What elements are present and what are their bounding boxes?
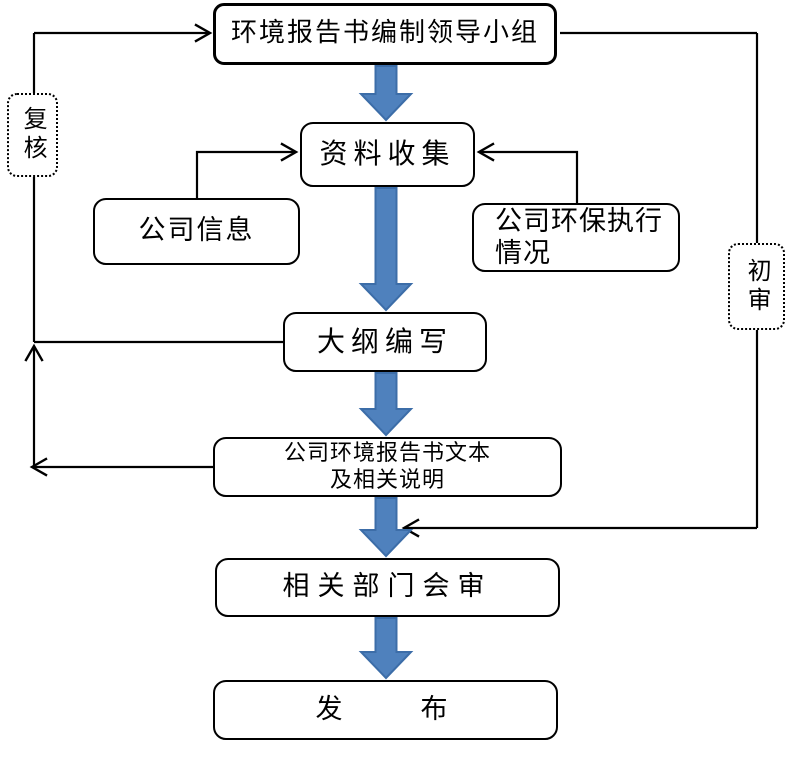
- node-env-exec-status: 公司环保执行 情况: [472, 203, 680, 272]
- node-dept-review: 相关部门会审: [215, 558, 560, 617]
- arrow-leader-to-collection: [358, 65, 414, 122]
- arrow-collection-to-outline: [358, 187, 414, 312]
- node-initial-review: 初审: [728, 243, 785, 330]
- arrow-outline-to-reporttext: [358, 372, 414, 437]
- node-initial-review-label: 初审: [743, 257, 772, 316]
- node-recheck-label: 复核: [19, 106, 48, 164]
- arrowhead-up-left-junction: [24, 343, 44, 362]
- arrow-deptreview-to-publish: [358, 617, 414, 680]
- connector-envexec-to-collection: [481, 150, 579, 203]
- node-env-exec-status-label: 公司环保执行 情况: [495, 206, 663, 270]
- node-dept-review-label: 相关部门会审: [282, 571, 493, 603]
- arrowhead-into-leader-group: [194, 23, 213, 43]
- node-report-text: 公司环境报告书文本 及相关说明: [213, 437, 562, 497]
- node-company-info: 公司信息: [93, 198, 300, 265]
- node-publish-label: 发 布: [315, 693, 456, 725]
- arrowhead-initreview-return: [401, 518, 420, 538]
- node-leader-group: 环境报告书编制领导小组: [213, 3, 557, 65]
- connector-companyinfo-to-collection: [195, 150, 294, 198]
- report-text-line2: 及相关说明: [329, 468, 445, 493]
- node-outline-writing: 大纲编写: [283, 312, 487, 372]
- env-exec-line1: 公司环保执行: [495, 205, 663, 237]
- node-leader-group-label: 环境报告书编制领导小组: [230, 18, 539, 49]
- report-text-line1: 公司环境报告书文本: [283, 440, 491, 466]
- node-report-text-label: 公司环境报告书文本 及相关说明: [284, 440, 491, 495]
- node-recheck: 复核: [7, 93, 58, 177]
- node-company-info-label: 公司信息: [138, 215, 255, 247]
- node-publish: 发 布: [213, 680, 558, 740]
- arrowhead-into-collection-left: [280, 142, 299, 162]
- arrow-reporttext-to-deptreview: [358, 497, 414, 558]
- node-data-collection-label: 资料收集: [319, 137, 456, 171]
- node-data-collection: 资料收集: [300, 122, 475, 187]
- env-exec-line2: 情况: [495, 237, 551, 269]
- arrowhead-into-collection-right: [476, 142, 495, 162]
- arrowhead-left-lower: [29, 457, 48, 477]
- node-outline-writing-label: 大纲编写: [316, 324, 453, 358]
